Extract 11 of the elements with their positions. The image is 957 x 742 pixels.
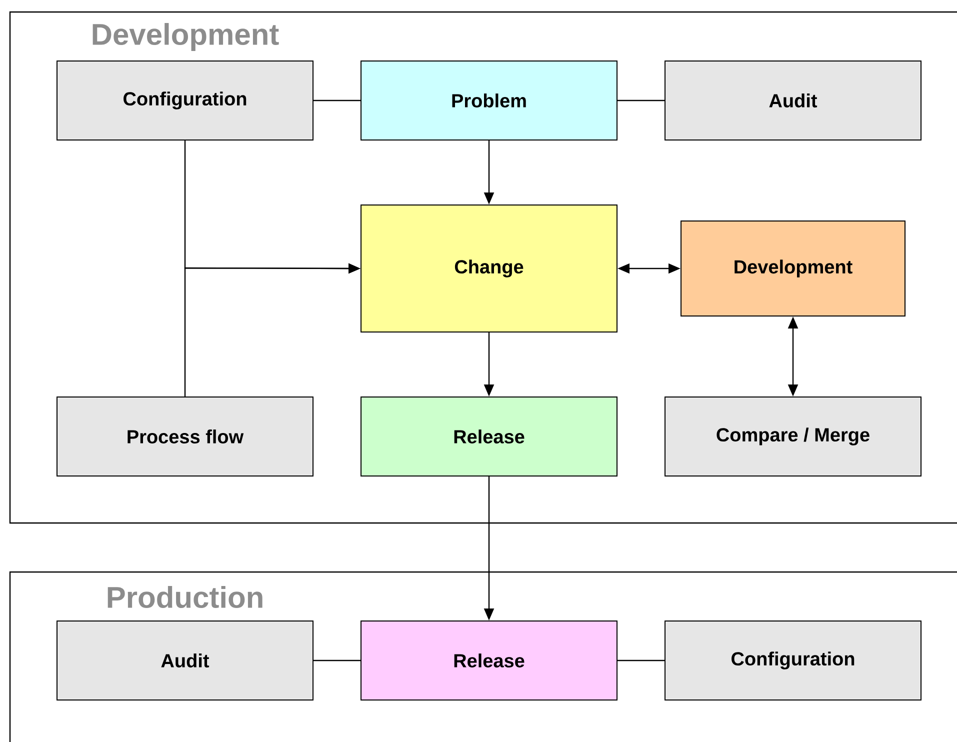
process-box: Release <box>360 620 618 700</box>
process-box: Configuration <box>56 60 314 140</box>
process-box: Process flow <box>56 396 314 476</box>
process-box: Compare / Merge <box>664 396 922 476</box>
process-box: Development <box>680 220 906 316</box>
process-box: Release <box>360 396 618 476</box>
process-box: Problem <box>360 60 618 140</box>
process-box: Configuration <box>664 620 922 700</box>
process-box: Audit <box>56 620 314 700</box>
process-box: Audit <box>664 60 922 140</box>
process-box: Change <box>360 204 618 332</box>
